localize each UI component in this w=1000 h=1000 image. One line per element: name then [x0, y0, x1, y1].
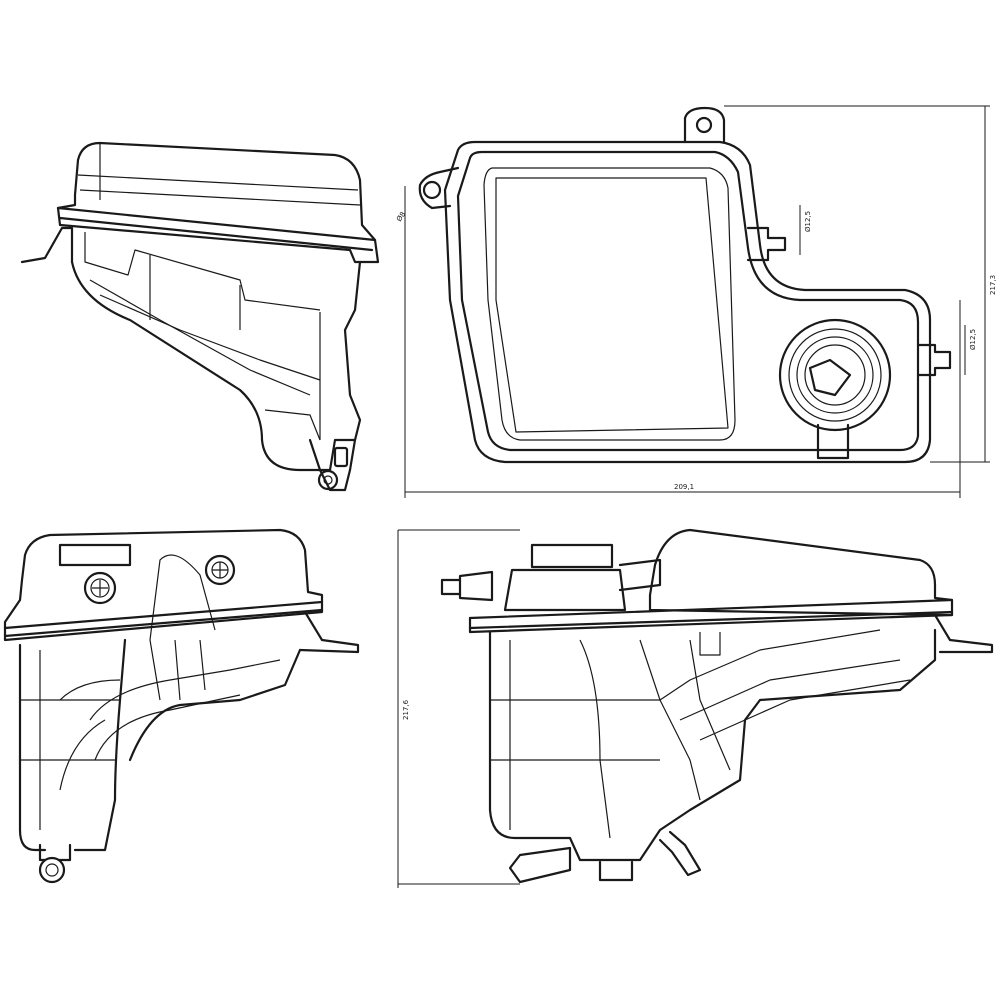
view-side-bottom-right — [397, 528, 994, 888]
dim-width-label: 209,1 — [674, 483, 694, 491]
view-side-left-top — [20, 141, 380, 492]
dim-height-side-label: 217,6 — [402, 699, 410, 720]
view-front-bottom-left — [3, 528, 360, 884]
dimension-labels: 209,1 217,3 217,6 Ø12,5 Ø12,5 Ø8 — [395, 210, 997, 720]
dim-height-top-label: 217,3 — [989, 275, 997, 295]
dim-mount-hole-label: Ø8 — [395, 210, 407, 223]
view-plan-top-right — [404, 105, 990, 498]
dim-port-right-label: Ø12,5 — [969, 329, 977, 350]
dim-port-top-label: Ø12,5 — [804, 211, 812, 232]
